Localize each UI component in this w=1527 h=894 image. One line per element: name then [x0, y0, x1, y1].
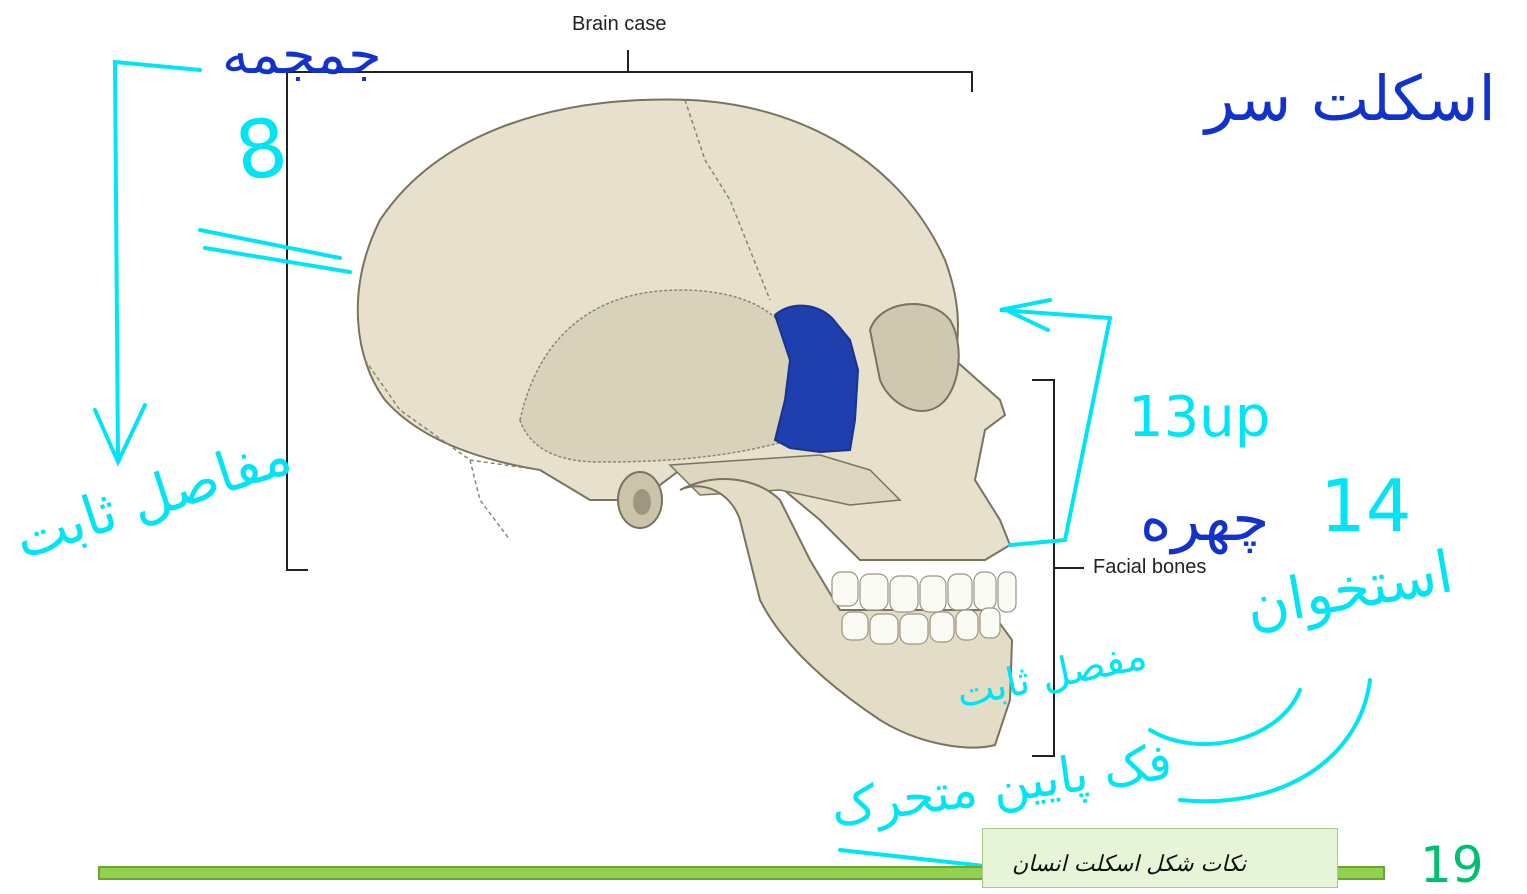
brain-case-label: Brain case [572, 13, 667, 36]
note-13up: 13up [1128, 390, 1270, 446]
page-number: 19 [1420, 840, 1484, 890]
note-skull-word: جمجمه [222, 28, 382, 82]
note-skull-skeleton: اسکلت سر [1205, 68, 1496, 130]
facial-bones-label: Facial bones [1091, 556, 1208, 579]
note-face-word: چهره [1140, 490, 1269, 550]
slide-caption: نکات شکل اسکلت انسان [1012, 852, 1246, 877]
note-skull-number: 8 [231, 107, 293, 193]
note-face-count: 14 [1320, 470, 1412, 542]
teeth [832, 572, 1016, 644]
